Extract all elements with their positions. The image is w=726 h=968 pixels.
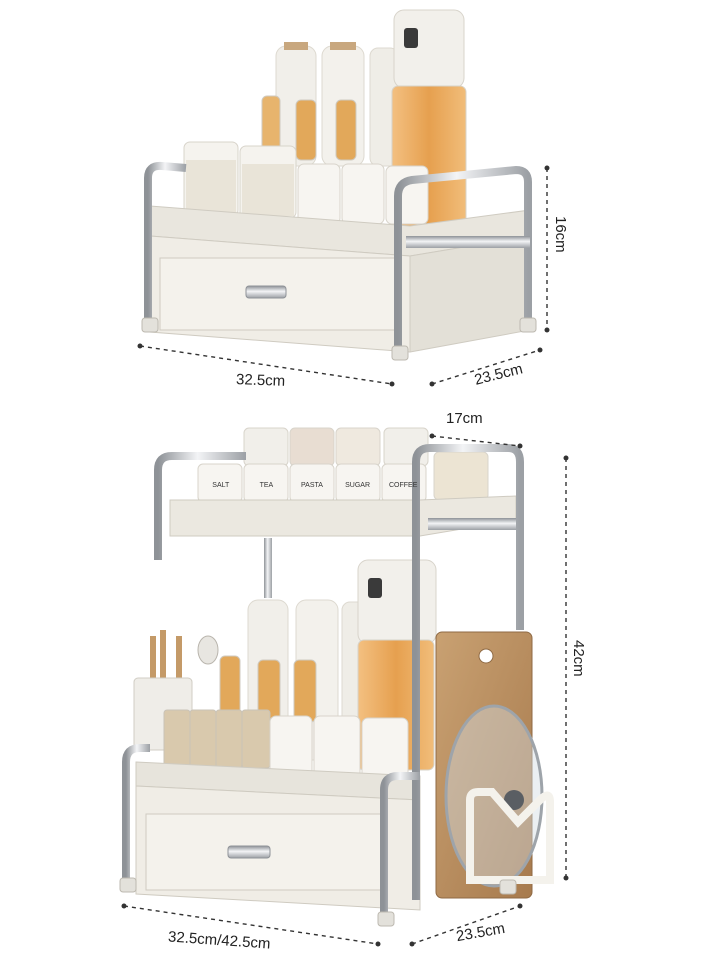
jar-label-tea: TEA	[259, 482, 274, 489]
jar-label-coffee: COFFEE	[388, 482, 418, 489]
jar-label-pasta: PASTA	[301, 482, 323, 489]
bottom-height-label: 42cm	[570, 640, 587, 677]
top-rack	[141, 9, 537, 361]
bottom-dimension-lines	[123, 435, 567, 945]
top-dimension-lines	[139, 168, 548, 385]
bottom-rack	[119, 427, 554, 927]
jar-label-salt: SALT	[212, 482, 230, 489]
top-width-label: 32.5cm	[235, 371, 286, 390]
bottom-shelf-depth-label: 17cm	[446, 410, 483, 427]
top-height-label: 16cm	[552, 216, 569, 253]
jar-label-sugar: SUGAR	[345, 482, 371, 489]
